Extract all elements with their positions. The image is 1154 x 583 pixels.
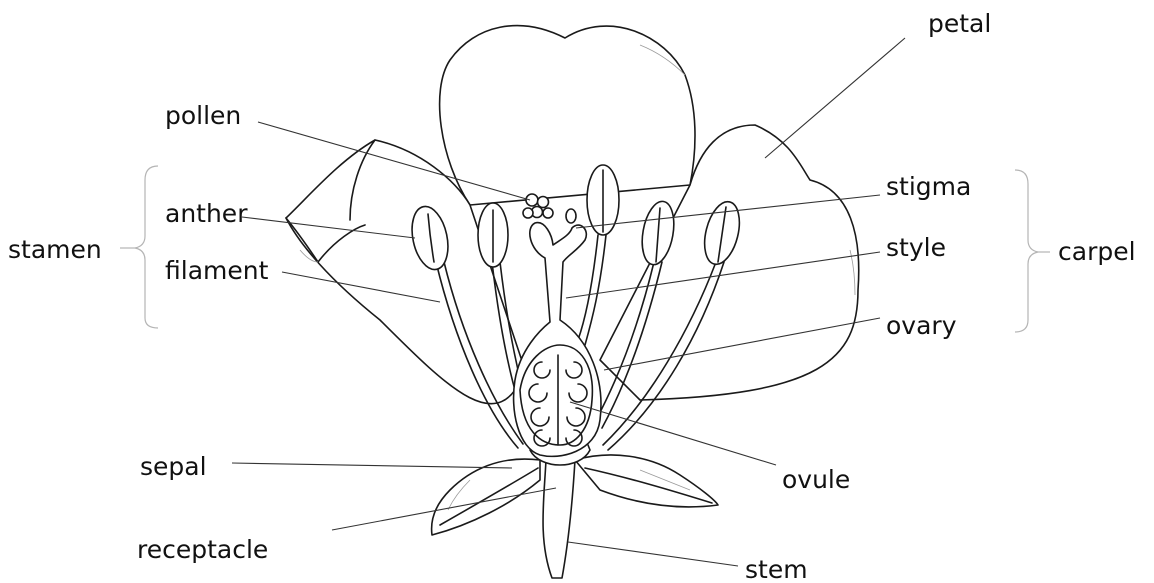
label-sepal: sepal <box>140 452 207 481</box>
label-receptacle: receptacle <box>137 535 268 564</box>
label-filament: filament <box>165 256 269 285</box>
label-stigma: stigma <box>886 172 971 201</box>
label-stem: stem <box>745 555 808 583</box>
leader-petal <box>765 38 905 158</box>
label-stamen: stamen <box>8 235 102 264</box>
sepal-left <box>432 459 540 535</box>
leader-stem <box>568 542 738 566</box>
carpel-brace <box>1015 170 1050 332</box>
label-style: style <box>886 233 946 262</box>
label-pollen: pollen <box>165 101 241 130</box>
label-ovule: ovule <box>782 465 850 494</box>
label-carpel: carpel <box>1058 237 1136 266</box>
label-anther: anther <box>165 199 248 228</box>
stem-shape <box>543 460 575 578</box>
label-petal: petal <box>928 9 991 38</box>
label-ovary: ovary <box>886 311 957 340</box>
stamen-brace <box>120 166 158 328</box>
leader-sepal <box>232 463 512 468</box>
carpel-shape <box>514 194 601 456</box>
petal-back <box>440 26 695 205</box>
